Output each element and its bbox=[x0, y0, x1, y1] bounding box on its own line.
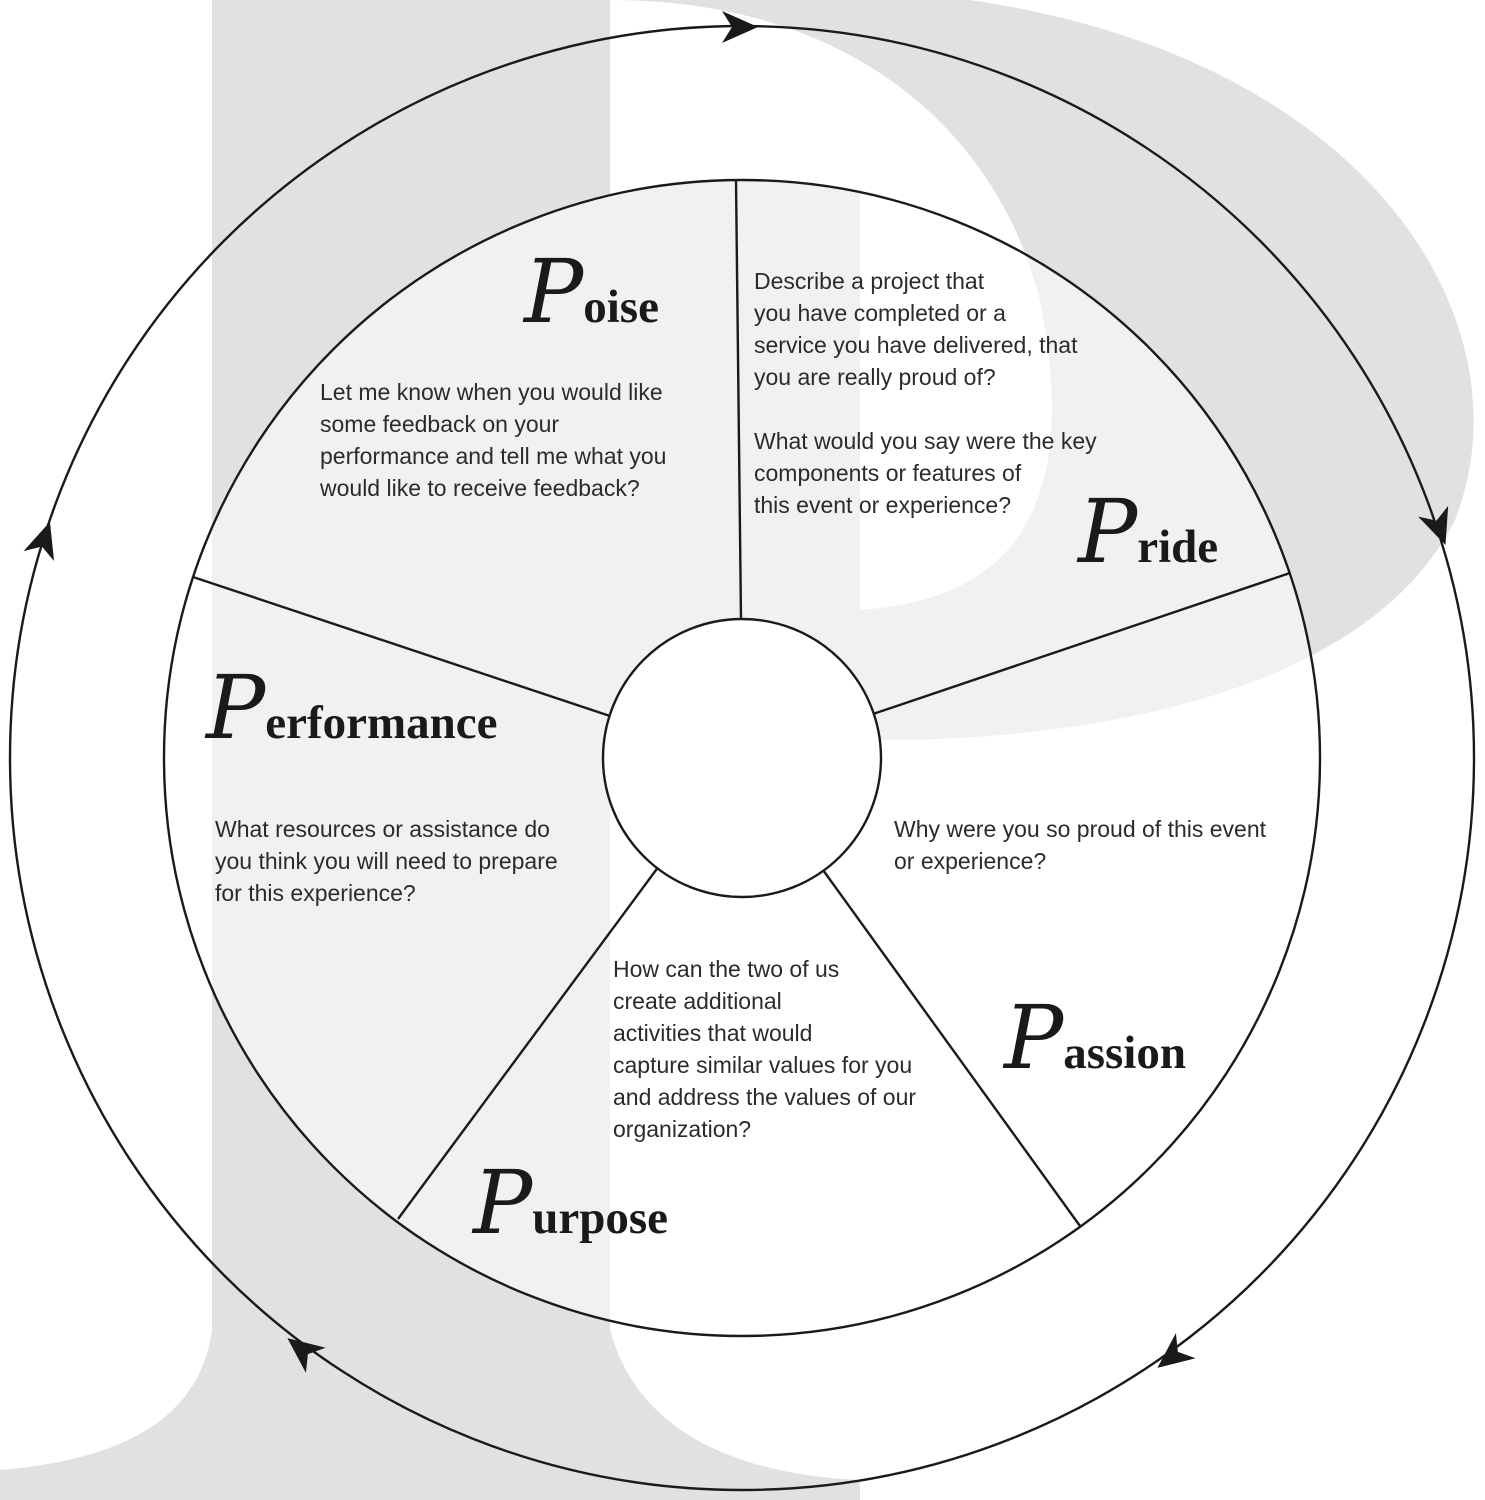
divider-purpose-performance bbox=[397, 865, 660, 1220]
poise-line: some feedback on your bbox=[320, 411, 559, 437]
performance-line: you think you will need to prepare bbox=[215, 848, 558, 874]
pride-title: Pride bbox=[1076, 480, 1218, 583]
arrow-top-icon bbox=[722, 11, 758, 43]
performance-title-initial: P bbox=[204, 656, 267, 759]
passion-title: Passion bbox=[1002, 986, 1186, 1089]
performance-title: Performance bbox=[204, 656, 497, 759]
purpose-line: and address the values of our bbox=[613, 1084, 916, 1110]
divider-poise-pride bbox=[734, 179, 743, 621]
purpose-line: activities that would bbox=[613, 1020, 812, 1046]
watermark-tail bbox=[610, 1330, 860, 1500]
performance-text: What resources or assistance do you thin… bbox=[215, 816, 564, 906]
passion-title-initial: P bbox=[1002, 986, 1065, 1089]
pride-line: What would you say were the key bbox=[754, 428, 1097, 454]
poise-title-rest: oise bbox=[583, 281, 659, 333]
purpose-title: Purpose bbox=[471, 1151, 668, 1254]
arrow-bottom-right-icon bbox=[1157, 1333, 1196, 1368]
pride-line: Describe a project that bbox=[754, 268, 985, 294]
performance-title-rest: erformance bbox=[265, 697, 497, 749]
pride-line: this event or experience? bbox=[754, 492, 1011, 518]
passion-line: or experience? bbox=[894, 848, 1046, 874]
passion-text: Why were you so proud of this event or e… bbox=[894, 816, 1272, 874]
arrow-right-icon bbox=[1418, 505, 1449, 546]
passion-line: Why were you so proud of this event bbox=[894, 816, 1267, 842]
purpose-line: capture similar values for you bbox=[613, 1052, 912, 1078]
poise-line: would like to receive feedback? bbox=[319, 475, 640, 501]
divider-performance-poise bbox=[192, 575, 611, 718]
pride-text: Describe a project that you have complet… bbox=[754, 268, 1103, 518]
watermark-foot bbox=[0, 1330, 212, 1500]
cycle-arrows bbox=[23, 11, 1449, 1373]
performance-line: for this experience? bbox=[215, 880, 416, 906]
purpose-line: create additional bbox=[613, 988, 782, 1014]
poise-text: Let me know when you would like some fee… bbox=[319, 379, 673, 501]
tint-gap bbox=[610, 180, 860, 610]
pride-title-rest: ride bbox=[1137, 521, 1218, 573]
passion-title-rest: assion bbox=[1063, 1027, 1186, 1079]
purpose-line: How can the two of us bbox=[613, 956, 839, 982]
arrow-bottom-left-icon bbox=[287, 1338, 326, 1373]
wheel-outline bbox=[162, 178, 1322, 1338]
pride-line: you are really proud of? bbox=[754, 364, 996, 390]
pride-line: you have completed or a bbox=[754, 300, 1006, 326]
pride-line: components or features of bbox=[754, 460, 1022, 486]
pride-title-initial: P bbox=[1076, 480, 1139, 583]
performance-line: What resources or assistance do bbox=[215, 816, 550, 842]
poise-line: performance and tell me what you bbox=[320, 443, 666, 469]
purpose-title-initial: P bbox=[471, 1151, 534, 1254]
arrow-left-icon bbox=[23, 521, 55, 561]
purpose-line: organization? bbox=[613, 1116, 751, 1142]
divider-pride-passion bbox=[872, 571, 1291, 716]
pride-line: service you have delivered, that bbox=[754, 332, 1078, 358]
poise-title-initial: P bbox=[522, 240, 585, 343]
divider-passion-purpose bbox=[822, 869, 1081, 1227]
poise-title: Poise bbox=[522, 240, 659, 343]
purpose-title-rest: urpose bbox=[532, 1192, 668, 1244]
poise-line: Let me know when you would like bbox=[320, 379, 663, 405]
purpose-text: How can the two of us create additional … bbox=[613, 956, 922, 1142]
center-hub bbox=[601, 617, 883, 899]
